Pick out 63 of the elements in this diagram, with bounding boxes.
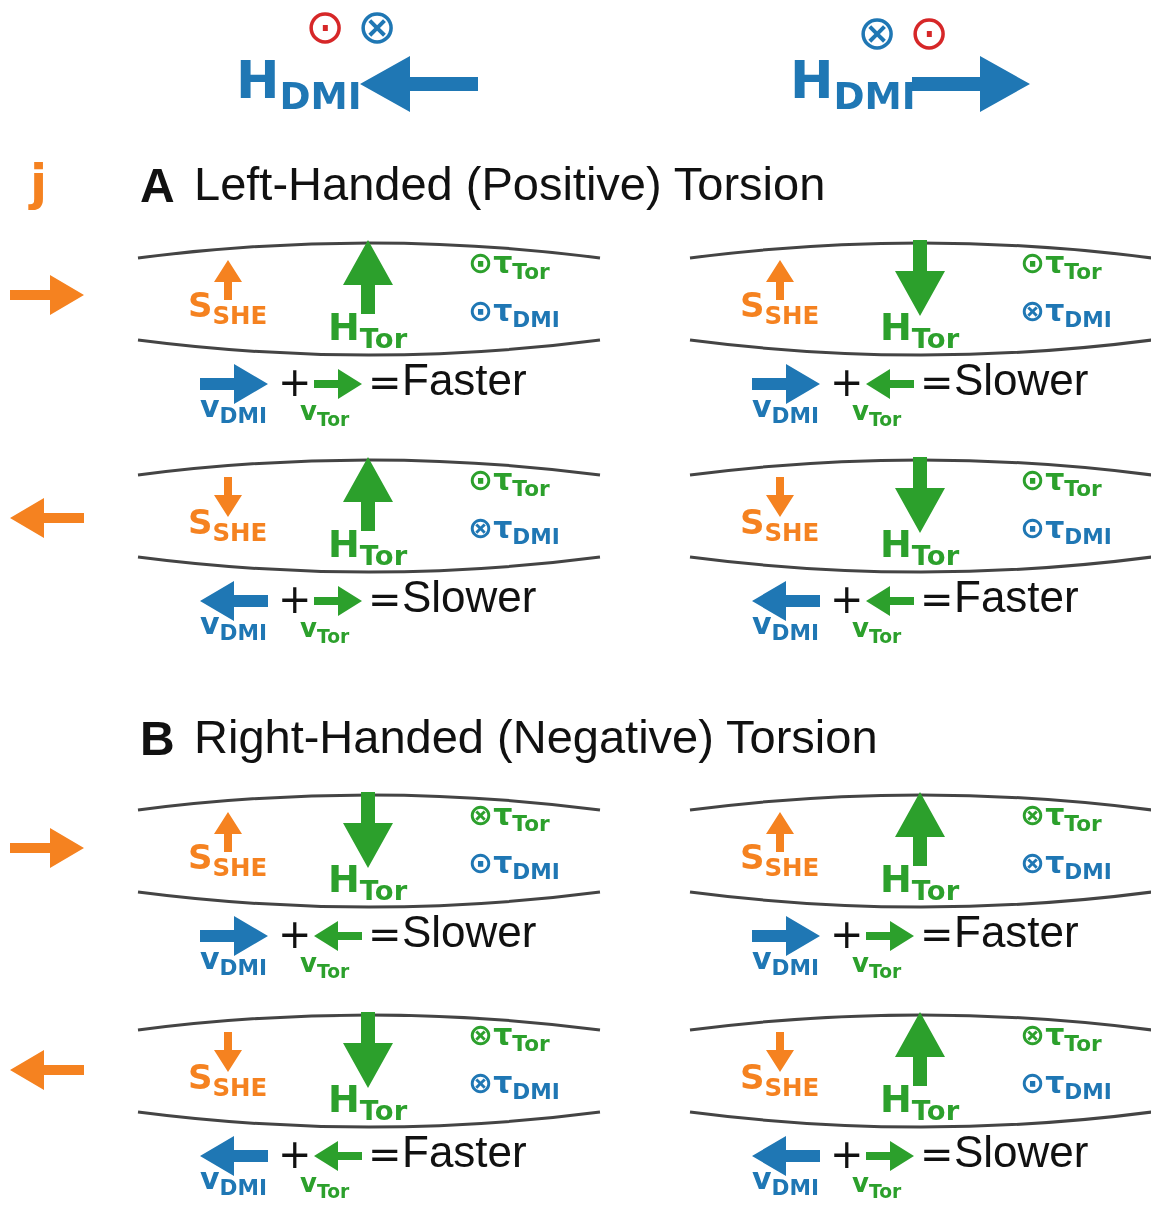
velocity-label: v$_{DMI}$ bbox=[200, 609, 267, 639]
field-label: H$_{Tor}$ bbox=[880, 1080, 960, 1118]
spin-label: S$_{SHE}$ bbox=[740, 288, 820, 322]
field-label: H$_{Tor}$ bbox=[328, 525, 408, 563]
panel-letter: B bbox=[140, 715, 175, 763]
velocity-label: v$_{DMI}$ bbox=[752, 1164, 819, 1194]
torque-label: ⊙τ$_{Tor}$ bbox=[468, 465, 550, 495]
torque-label: ⊗τ$_{Tor}$ bbox=[468, 1020, 550, 1050]
torque-label: ⊗τ$_{Tor}$ bbox=[468, 800, 550, 830]
torque-label: ⊗τ$_{DMI}$ bbox=[1020, 848, 1112, 878]
result-word: Slower bbox=[954, 1130, 1089, 1174]
equals-sign: = bbox=[920, 579, 954, 619]
torque-label: ⊗τ$_{Tor}$ bbox=[1020, 1020, 1102, 1050]
result-word: Faster bbox=[954, 910, 1079, 954]
field-label: H$_{Tor}$ bbox=[328, 1080, 408, 1118]
spin-label: S$_{SHE}$ bbox=[188, 1060, 268, 1094]
result-word: Faster bbox=[402, 358, 527, 402]
field-label: H$_{Tor}$ bbox=[880, 860, 960, 898]
spin-label: S$_{SHE}$ bbox=[188, 288, 268, 322]
velocity-label: v$_{DMI}$ bbox=[200, 1164, 267, 1194]
torque-label: ⊗τ$_{Tor}$ bbox=[1020, 800, 1102, 830]
velocity-label: v$_{DMI}$ bbox=[752, 609, 819, 639]
field-direction-symbol: ⊙ bbox=[305, 2, 346, 50]
equals-sign: = bbox=[368, 914, 402, 954]
result-word: Slower bbox=[954, 358, 1089, 402]
equals-sign: = bbox=[368, 1134, 402, 1174]
equals-sign: = bbox=[368, 362, 402, 402]
equals-sign: = bbox=[920, 362, 954, 402]
torque-label: ⊙τ$_{Tor}$ bbox=[1020, 248, 1102, 278]
torque-label: ⊙τ$_{Tor}$ bbox=[468, 248, 550, 278]
spin-label: S$_{SHE}$ bbox=[188, 840, 268, 874]
field-label: H$_{Tor}$ bbox=[328, 860, 408, 898]
torque-label: ⊙τ$_{DMI}$ bbox=[1020, 513, 1112, 543]
field-label: H$_{Tor}$ bbox=[880, 308, 960, 346]
equals-sign: = bbox=[368, 579, 402, 619]
equals-sign: = bbox=[920, 914, 954, 954]
field-direction-symbol: ⊙ bbox=[909, 8, 950, 56]
field-direction-symbol: ⊗ bbox=[857, 8, 898, 56]
result-word: Slower bbox=[402, 575, 537, 619]
spin-label: S$_{SHE}$ bbox=[740, 1060, 820, 1094]
field-label: H$_{Tor}$ bbox=[328, 308, 408, 346]
spin-label: S$_{SHE}$ bbox=[188, 505, 268, 539]
velocity-label: v$_{DMI}$ bbox=[200, 944, 267, 974]
torque-label: ⊙τ$_{Tor}$ bbox=[1020, 465, 1102, 495]
current-label: j bbox=[30, 158, 48, 208]
result-word: Slower bbox=[402, 910, 537, 954]
field-label: H$_{Tor}$ bbox=[880, 525, 960, 563]
velocity-label: v$_{DMI}$ bbox=[200, 392, 267, 422]
torque-label: ⊗τ$_{DMI}$ bbox=[1020, 296, 1112, 326]
result-word: Faster bbox=[402, 1130, 527, 1174]
torque-label: ⊗τ$_{DMI}$ bbox=[468, 513, 560, 543]
field-direction-symbol: ⊗ bbox=[357, 2, 398, 50]
torque-label: ⊙τ$_{DMI}$ bbox=[1020, 1068, 1112, 1098]
torque-label: ⊙τ$_{DMI}$ bbox=[468, 848, 560, 878]
spin-label: S$_{SHE}$ bbox=[740, 505, 820, 539]
torque-label: ⊙τ$_{DMI}$ bbox=[468, 296, 560, 326]
torque-label: ⊗τ$_{DMI}$ bbox=[468, 1068, 560, 1098]
velocity-label: v$_{DMI}$ bbox=[752, 392, 819, 422]
velocity-label: v$_{DMI}$ bbox=[752, 944, 819, 974]
result-word: Faster bbox=[954, 575, 1079, 619]
panel-letter: A bbox=[140, 162, 175, 210]
spin-label: S$_{SHE}$ bbox=[740, 840, 820, 874]
equals-sign: = bbox=[920, 1134, 954, 1174]
